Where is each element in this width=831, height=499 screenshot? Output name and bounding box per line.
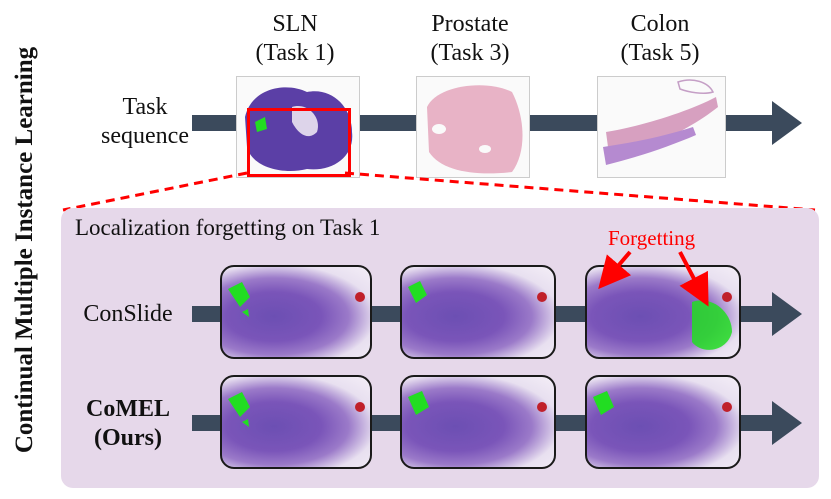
task-name: Colon <box>630 11 690 37</box>
panel-title: Localization forgetting on Task 1 <box>75 215 381 240</box>
task-sequence-arrow-head <box>772 101 802 145</box>
task-label-sln: SLN (Task 1) <box>240 10 350 68</box>
comel-task5-thumb <box>585 375 741 469</box>
task-name: SLN <box>272 11 318 37</box>
task-sequence-label-line2: sequence <box>101 123 189 149</box>
wsi-prostate-image <box>416 76 530 178</box>
task-sub: (Task 1) <box>255 40 335 66</box>
row-label-comel: CoMEL (Ours) <box>68 395 188 453</box>
row-label-comel-line1: CoMEL <box>86 396 170 422</box>
wsi-colon-image <box>597 76 726 178</box>
comel-task3-thumb <box>400 375 556 469</box>
conslide-task3-thumb <box>400 265 556 359</box>
row-label-conslide: ConSlide <box>83 301 173 327</box>
row1-arrow-head <box>772 292 802 336</box>
task-name: Prostate <box>431 11 509 37</box>
task-label-prostate: Prostate (Task 3) <box>415 10 525 68</box>
conslide-task1-thumb <box>220 265 372 359</box>
sln-highlight-box <box>247 108 351 177</box>
task-sub: (Task 5) <box>620 40 700 66</box>
forgetting-label: Forgetting <box>608 226 696 250</box>
task-label-colon: Colon (Task 5) <box>605 10 715 68</box>
task-sequence-label-line1: Task <box>122 94 168 120</box>
task-sub: (Task 3) <box>430 40 510 66</box>
comel-task1-thumb <box>220 375 372 469</box>
row2-arrow-head <box>772 401 802 445</box>
task-sequence-label: Task sequence <box>95 93 195 151</box>
row-label-comel-line2: (Ours) <box>94 425 162 451</box>
